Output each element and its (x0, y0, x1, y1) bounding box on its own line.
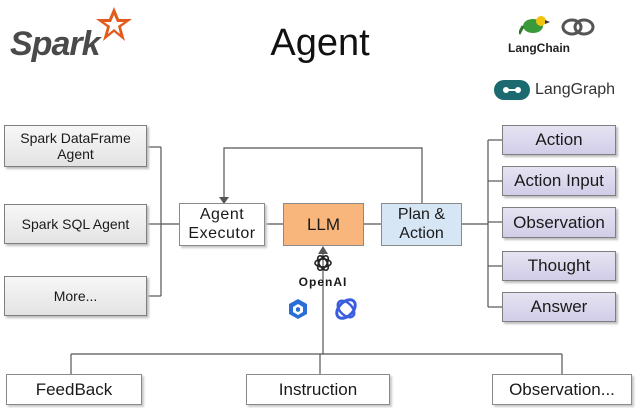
plan-action-box[interactable]: Plan & Action (381, 203, 462, 246)
agent-more-label: More... (53, 287, 98, 304)
openai-logo-text: OpenAI (298, 275, 348, 289)
output-action[interactable]: Action (502, 125, 616, 155)
output-answer-label: Answer (530, 297, 588, 317)
arrow-head-llm (318, 246, 328, 254)
langgraph-logo: LangGraph (494, 78, 624, 104)
llm-box[interactable]: LLM (283, 203, 364, 246)
langgraph-logo-text: LangGraph (535, 81, 616, 98)
input-feedback[interactable]: FeedBack (6, 374, 142, 405)
langchain-logo: LangChain (505, 12, 600, 57)
parrot-icon (519, 16, 550, 35)
agent-spark-dataframe-label: Spark DataFrame Agent (20, 129, 131, 162)
agent-spark-sql[interactable]: Spark SQL Agent (4, 204, 147, 244)
agent-spark-sql-label: Spark SQL Agent (21, 215, 130, 232)
input-observation-label: Observation... (509, 379, 615, 399)
ring-model-icon (335, 298, 357, 320)
openai-icon (314, 254, 332, 272)
chain-link-icon (561, 18, 595, 36)
agent-more[interactable]: More... (4, 276, 147, 316)
output-thought[interactable]: Thought (502, 251, 616, 281)
spark-star-icon (96, 7, 132, 41)
agent-spark-dataframe[interactable]: Spark DataFrame Agent (4, 125, 147, 167)
output-thought-label: Thought (527, 256, 591, 276)
arrow-head-executor (219, 197, 229, 204)
output-observation[interactable]: Observation (502, 207, 616, 238)
input-instruction[interactable]: Instruction (246, 374, 390, 405)
agent-executor-box[interactable]: Agent Executor (179, 203, 265, 246)
openai-logo: OpenAI (285, 252, 361, 292)
plan-action-label: Plan & Action (397, 206, 446, 242)
input-feedback-label: FeedBack (35, 379, 113, 399)
output-action-input[interactable]: Action Input (502, 166, 616, 196)
agent-executor-label: Agent Executor (188, 206, 256, 242)
output-answer[interactable]: Answer (502, 292, 616, 322)
llm-label: LLM (306, 214, 341, 234)
cube-model-icon (289, 299, 307, 319)
spark-logo-text: Spark (10, 25, 100, 63)
langgraph-icon (494, 80, 530, 100)
output-action-label: Action (535, 130, 583, 150)
input-instruction-label: Instruction (278, 379, 358, 399)
output-action-input-label: Action Input (514, 171, 604, 191)
langchain-logo-text: LangChain (508, 41, 570, 55)
spark-logo: Spark (10, 5, 132, 65)
input-observation[interactable]: Observation... (492, 374, 632, 405)
output-observation-label: Observation (513, 212, 605, 232)
page-title: Agent (270, 22, 370, 64)
